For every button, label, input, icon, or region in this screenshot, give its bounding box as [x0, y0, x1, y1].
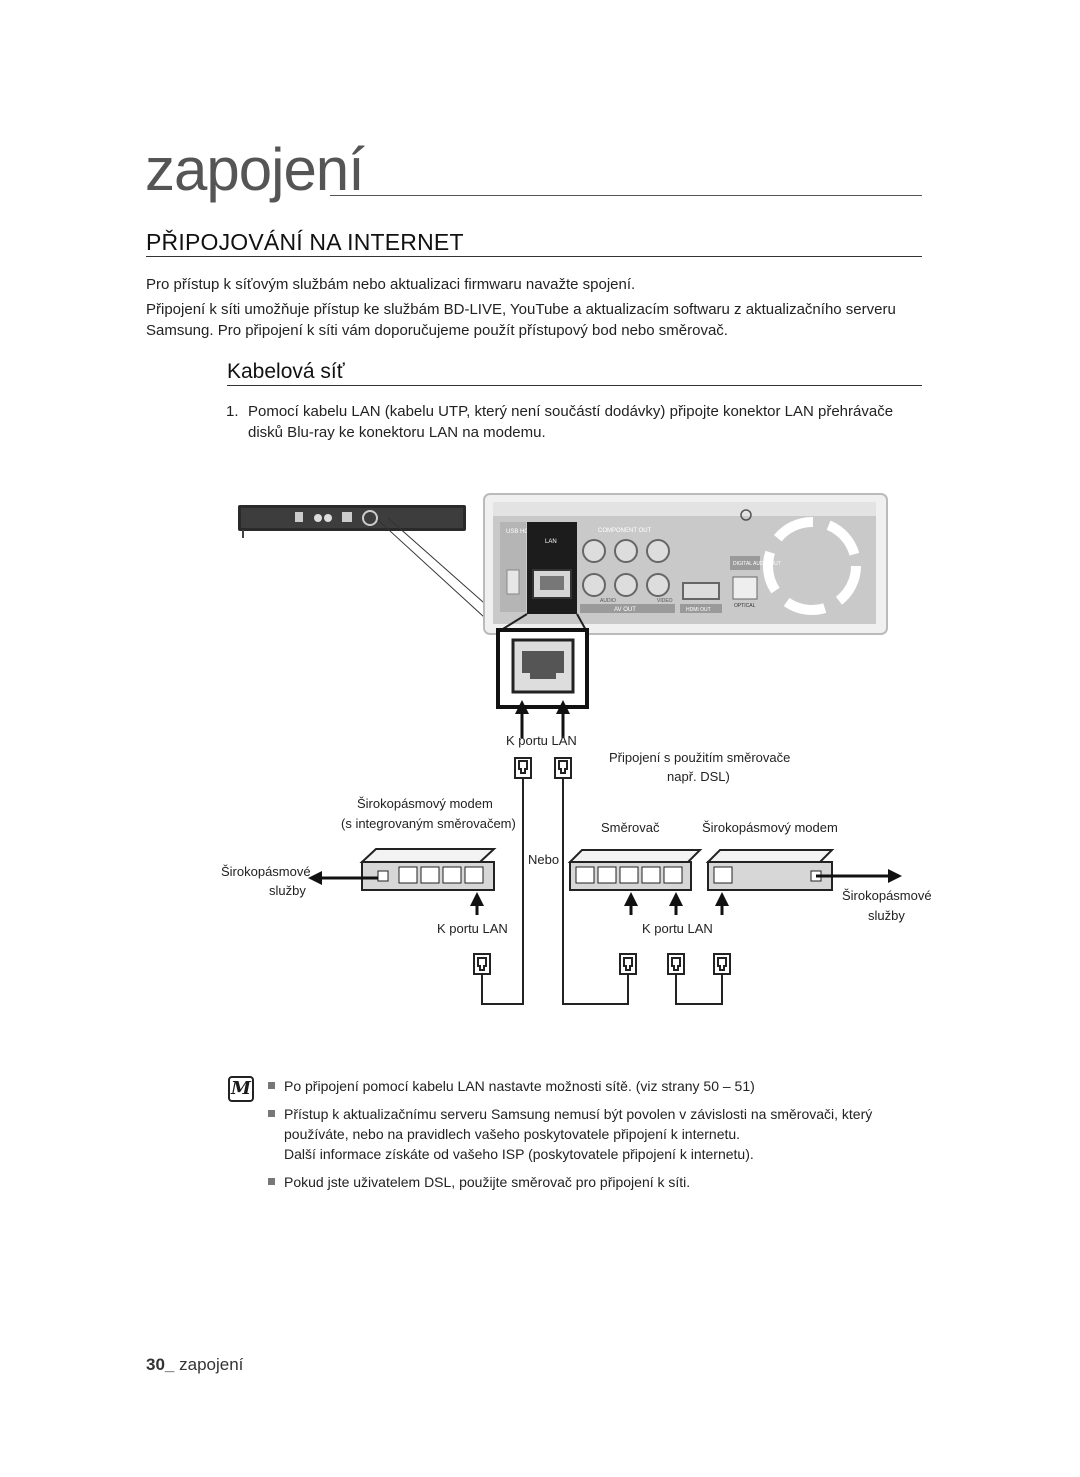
hdmi-out-label: HDMI OUT	[686, 607, 711, 613]
cable-plugs-bottom	[473, 953, 731, 975]
label-k-portu-lan-left: K portu LAN	[437, 921, 508, 936]
note-text: Pokud jste uživatelem DSL, použijte směr…	[284, 1174, 691, 1190]
footer-chapter: zapojení	[179, 1355, 244, 1374]
bullet-icon	[268, 1082, 275, 1089]
arrows-to-devices	[470, 892, 729, 915]
subsection-title: Kabelová síť	[227, 360, 345, 383]
digital-audio-out-label: DIGITAL AUDIO OUT	[733, 561, 781, 567]
label-modem-integrated-1: Širokopásmový modem	[357, 796, 493, 811]
page-footer: 30_ zapojení	[146, 1355, 243, 1375]
connection-diagram: USB HOST LAN COMPONENT OUT AUDIO VIDEO A…	[221, 493, 932, 1005]
rear-panel-enlarged: USB HOST LAN COMPONENT OUT AUDIO VIDEO A…	[483, 493, 888, 635]
label-nebo: Nebo	[528, 852, 559, 867]
router-caption-line-2: např. DSL)	[667, 769, 730, 784]
label-k-portu-lan-top: K portu LAN	[506, 733, 577, 748]
modem-integrated-router	[359, 848, 497, 891]
router-caption-line-1: Připojení s použitím směrovače	[609, 750, 790, 765]
label-services-left-2: služby	[269, 883, 306, 898]
chapter-title: zapojení	[145, 136, 365, 203]
note-text: Přístup k aktualizačnímu serveru Samsung…	[284, 1106, 873, 1142]
intro-paragraph-1: Pro přístup k síťovým službám nebo aktua…	[146, 276, 636, 293]
arrows-to-lan	[515, 700, 570, 738]
chapter-rule	[330, 195, 922, 196]
router-device	[567, 849, 703, 891]
note-text: Po připojení pomocí kabelu LAN nastavte …	[284, 1078, 755, 1094]
lan-port-zoom	[496, 613, 589, 709]
services-arrows	[308, 869, 902, 885]
component-out-label: COMPONENT OUT	[598, 528, 652, 534]
bluray-player-rear	[238, 505, 466, 538]
note-text: Další informace získáte od vašeho ISP (p…	[284, 1146, 754, 1162]
label-services-right-1: Širokopásmové	[842, 888, 932, 903]
section-title: PŘIPOJOVÁNÍ NA INTERNET	[146, 229, 464, 255]
note-icon: M	[228, 1076, 254, 1102]
video-label: VIDEO	[657, 598, 673, 604]
bullet-icon	[268, 1110, 275, 1117]
lan-cables	[481, 778, 723, 1005]
optical-label: OPTICAL	[734, 603, 756, 609]
page-number: 30_	[146, 1355, 175, 1374]
label-router: Směrovač	[601, 820, 660, 835]
step-text: Pomocí kabelu LAN (kabelu UTP, který nen…	[248, 403, 894, 441]
label-modem-right: Širokopásmový modem	[702, 820, 838, 835]
lan-label: LAN	[545, 539, 557, 545]
section-rule	[146, 256, 922, 257]
label-k-portu-lan-right: K portu LAN	[642, 921, 713, 936]
step-number: 1.	[226, 403, 239, 420]
modem-device	[705, 849, 835, 891]
usb-host-label: USB HOST	[506, 529, 537, 535]
subsection-rule	[227, 385, 922, 386]
label-services-left-1: Širokopásmové	[221, 864, 311, 879]
cable-plugs-top	[514, 757, 572, 779]
intro-paragraph-2: Připojení k síti umožňuje přístup ke slu…	[146, 301, 896, 339]
audio-label: AUDIO	[600, 598, 616, 604]
label-modem-integrated-2: (s integrovaným směrovačem)	[341, 816, 516, 831]
bullet-icon	[268, 1178, 275, 1185]
av-out-label: AV OUT	[614, 607, 636, 613]
label-services-right-2: služby	[868, 908, 905, 923]
